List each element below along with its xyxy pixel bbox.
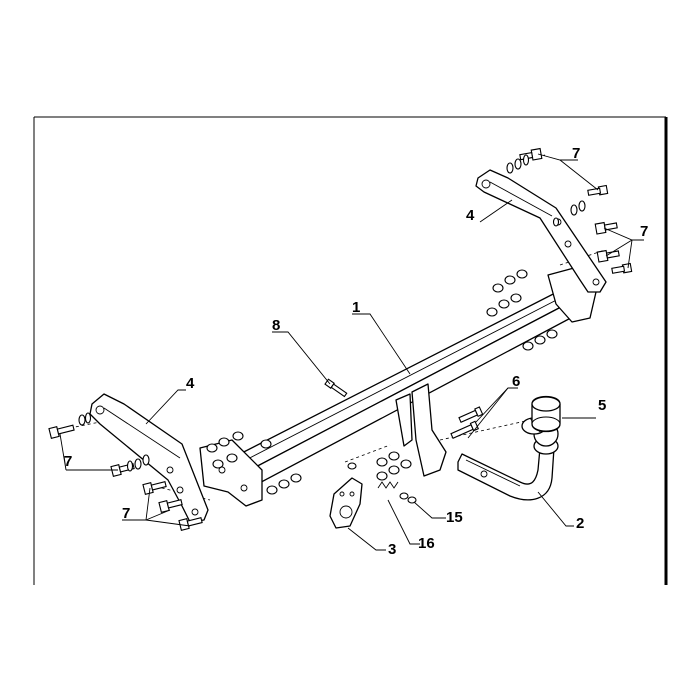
label-part-16: 16 bbox=[418, 535, 435, 552]
label-part-7-right-lower: 7 bbox=[640, 223, 648, 240]
studs-part-6 bbox=[450, 406, 484, 440]
label-part-4-left: 4 bbox=[186, 375, 195, 392]
spring-part-16 bbox=[377, 481, 399, 489]
part-labels: 1 2 3 4 4 5 6 7 7 7 7 8 15 16 bbox=[64, 145, 648, 558]
drawing-frame bbox=[33, 116, 668, 585]
label-part-8: 8 bbox=[272, 317, 280, 334]
label-part-1: 1 bbox=[352, 299, 360, 316]
screw-part-15 bbox=[399, 492, 417, 504]
socket-plate-part-3 bbox=[329, 477, 363, 529]
label-part-7-left-upper: 7 bbox=[64, 453, 72, 470]
label-part-7-left-lower: 7 bbox=[122, 505, 130, 522]
nuts-and-washers bbox=[206, 269, 558, 495]
label-part-3: 3 bbox=[388, 541, 396, 558]
label-part-5: 5 bbox=[598, 397, 606, 414]
side-bracket-right-part-4 bbox=[475, 169, 607, 293]
bolts-left-part-7 bbox=[48, 412, 203, 531]
label-part-6: 6 bbox=[512, 373, 520, 390]
label-part-7-right-upper: 7 bbox=[572, 145, 580, 162]
label-part-2: 2 bbox=[576, 515, 584, 532]
leader-lines bbox=[59, 153, 644, 551]
label-part-4-right: 4 bbox=[466, 207, 475, 224]
ball-cap-part-5 bbox=[531, 395, 561, 433]
cross-beam-part-1 bbox=[199, 267, 597, 507]
label-part-15: 15 bbox=[446, 509, 463, 526]
